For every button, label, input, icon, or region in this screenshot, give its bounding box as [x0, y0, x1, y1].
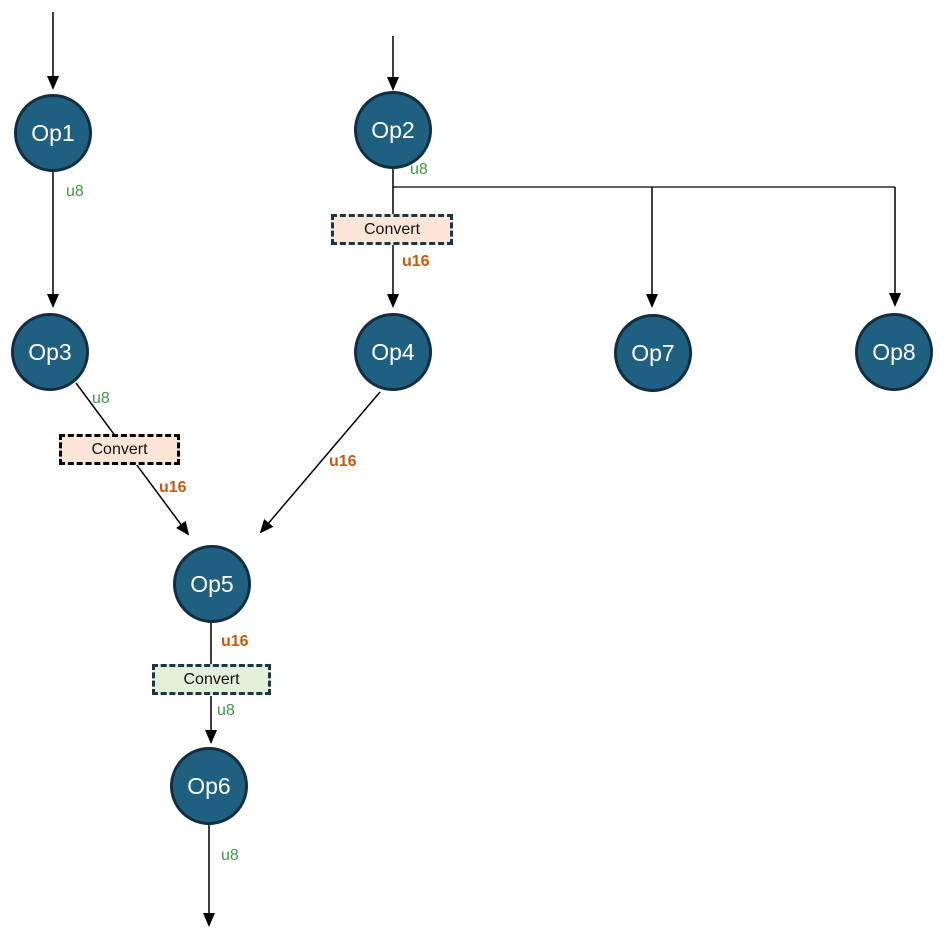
- node-op7: Op7: [614, 314, 692, 392]
- edge-label-u8-op3-convert: u8: [92, 390, 110, 407]
- node-op7-label: Op7: [631, 339, 675, 366]
- convert-box-label: Convert: [91, 440, 148, 458]
- node-op4-label: Op4: [371, 338, 415, 365]
- convert-box-op2-op4: Convert: [331, 214, 453, 245]
- convert-box-label: Convert: [363, 220, 421, 238]
- edge-label-u8-op6-output: u8: [221, 847, 239, 864]
- node-op1: Op1: [14, 94, 92, 172]
- edge-op4-op5: [259, 391, 381, 534]
- edge-label-u16-convert-op4: u16: [402, 253, 430, 270]
- node-op3: Op3: [11, 313, 89, 391]
- node-op1-label: Op1: [31, 119, 75, 146]
- edge-label-u16-op4-op5: u16: [329, 453, 357, 470]
- edge-label-u16-op5-convert: u16: [221, 633, 249, 650]
- edge-label-u8-op1-op3: u8: [66, 183, 84, 200]
- edge-label-u16-convert-op5: u16: [159, 479, 187, 496]
- node-op3-label: Op3: [28, 338, 72, 365]
- node-op8: Op8: [855, 313, 933, 391]
- convert-box-op5-op6: Convert: [152, 664, 271, 695]
- convert-box-op3-op5: Convert: [59, 434, 180, 465]
- node-op5-label: Op5: [190, 570, 234, 597]
- node-op2-label: Op2: [371, 116, 415, 143]
- node-op2: Op2: [354, 91, 432, 169]
- edge-label-u8-op2-branch: u8: [410, 161, 428, 178]
- convert-box-label: Convert: [183, 670, 240, 688]
- node-op4: Op4: [354, 313, 432, 391]
- node-op6-label: Op6: [187, 772, 231, 799]
- node-op5: Op5: [173, 545, 251, 623]
- edge-label-u8-convert-op6: u8: [217, 702, 235, 719]
- node-op6: Op6: [170, 747, 248, 825]
- node-op8-label: Op8: [872, 338, 916, 365]
